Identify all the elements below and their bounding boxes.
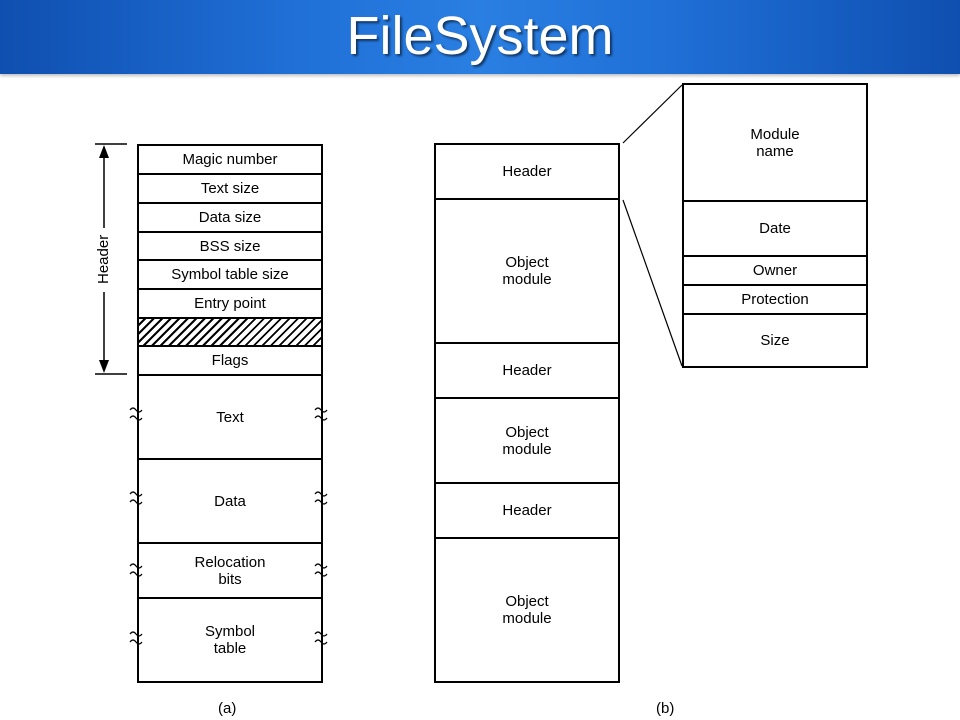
section-symbol-table: Symbol table [137,597,323,683]
title-bar: FileSystem [0,0,960,74]
archive-object-module-2: Object module [434,397,620,484]
detail-protection: Protection [682,284,868,315]
field-bss-size: BSS size [137,231,323,262]
field-data-size: Data size [137,202,323,233]
header-bracket-arrow [95,143,127,375]
slide-title: FileSystem [346,6,614,66]
archive-header-1: Header [434,143,620,200]
bracket-arrowhead-up [99,145,109,158]
field-entry-point: Entry point [137,288,323,319]
zoom-connector-bottom [622,199,683,367]
section-data: Data [137,458,323,544]
archive-object-module-1: Object module [434,198,620,344]
caption-b: (b) [656,700,675,717]
detail-date: Date [682,200,868,257]
section-text: Text [137,374,323,460]
break-marks-left [129,407,143,645]
break-marks-right [314,407,328,645]
section-relocation-bits: Relocation bits [137,542,323,599]
archive-object-module-3: Object module [434,537,620,683]
caption-a: (a) [218,700,237,717]
zoom-connector-top [622,84,683,144]
detail-size: Size [682,313,868,368]
detail-owner: Owner [682,255,868,286]
bracket-arrowhead-down [99,360,109,373]
header-side-label: Header [94,234,114,284]
field-symbol-table-size: Symbol table size [137,259,323,290]
detail-module-name: Module name [682,83,868,202]
